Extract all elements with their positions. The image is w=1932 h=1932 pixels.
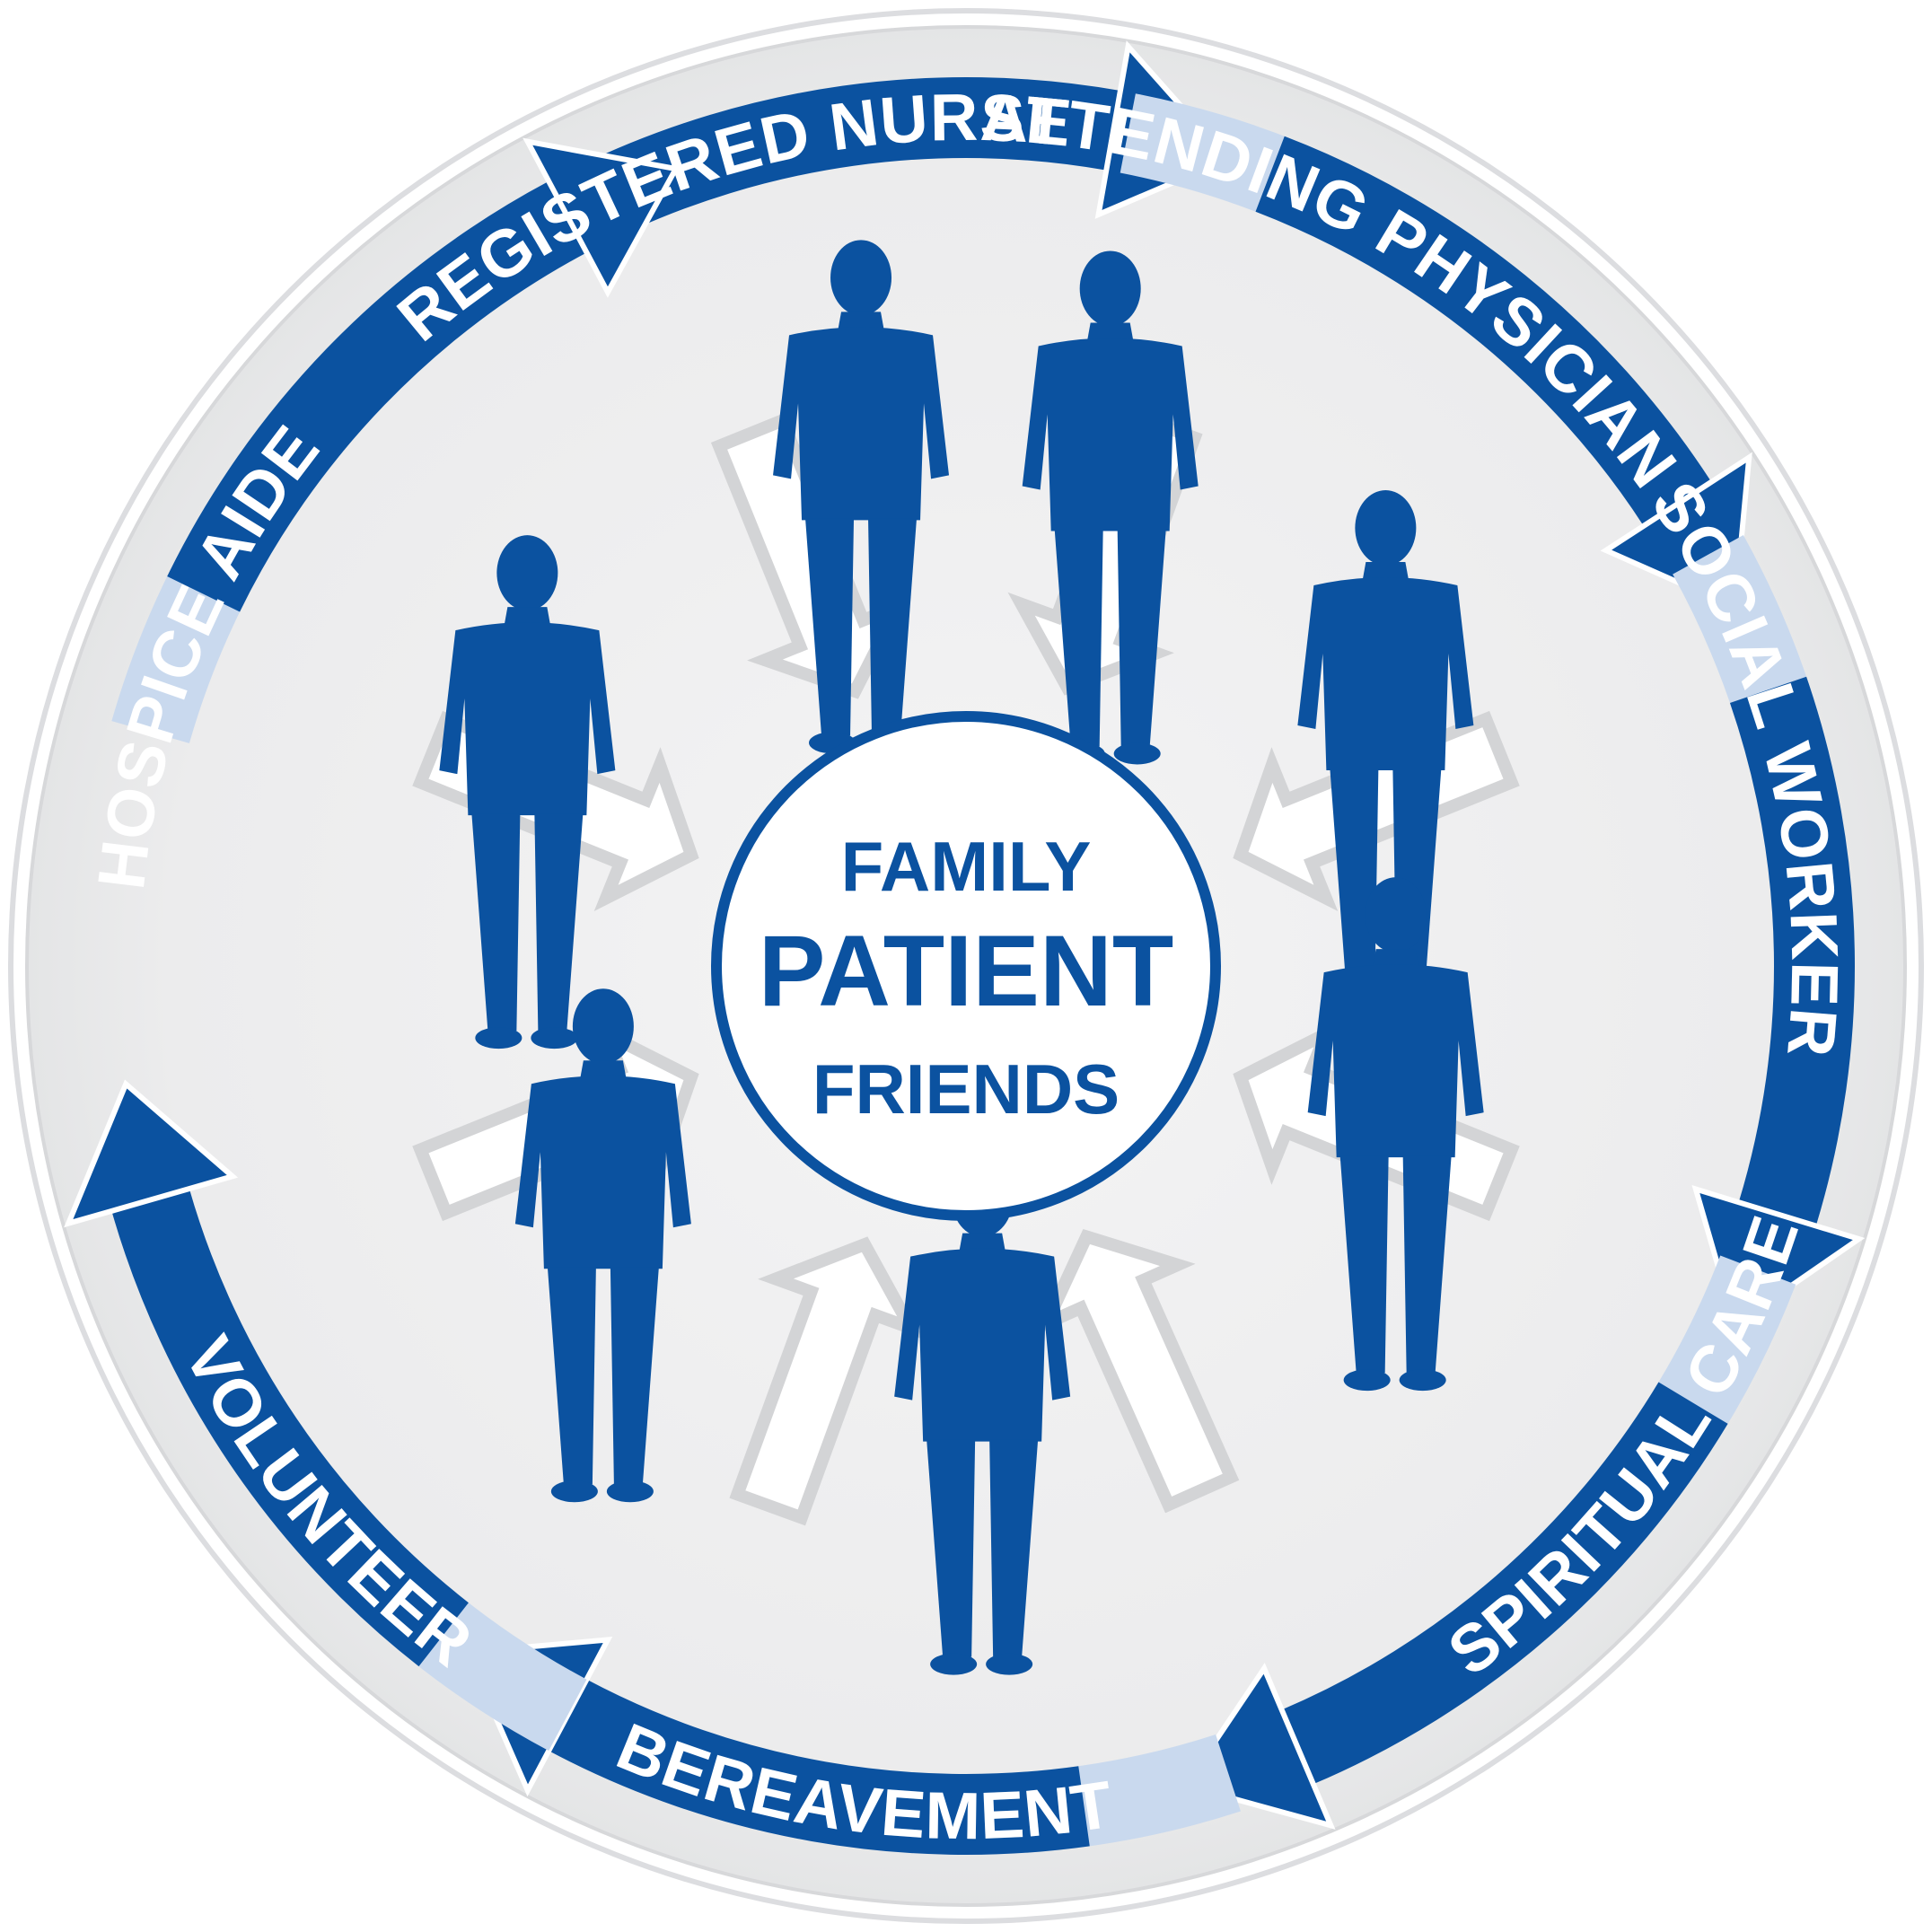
outer-arrows-group xyxy=(64,40,1866,1855)
center-patient-label: PATIENT xyxy=(759,915,1174,1027)
cycle-arrow-2 xyxy=(1120,93,1752,612)
center-circle: FAMILY PATIENT FRIENDS xyxy=(711,711,1221,1221)
center-friends-label: FRIENDS xyxy=(812,1049,1120,1128)
physician-silhouette-icon xyxy=(1022,250,1199,765)
center-family-label: FAMILY xyxy=(841,827,1092,906)
volunteer-silhouette-icon xyxy=(514,988,691,1503)
chaplain-silhouette-icon xyxy=(1307,877,1484,1392)
hospice-aide-silhouette-icon xyxy=(439,535,616,1049)
nurse-silhouette-icon xyxy=(773,240,950,754)
cycle-arrow-7 xyxy=(111,137,681,743)
cycle-arrow-6 xyxy=(64,1079,587,1752)
